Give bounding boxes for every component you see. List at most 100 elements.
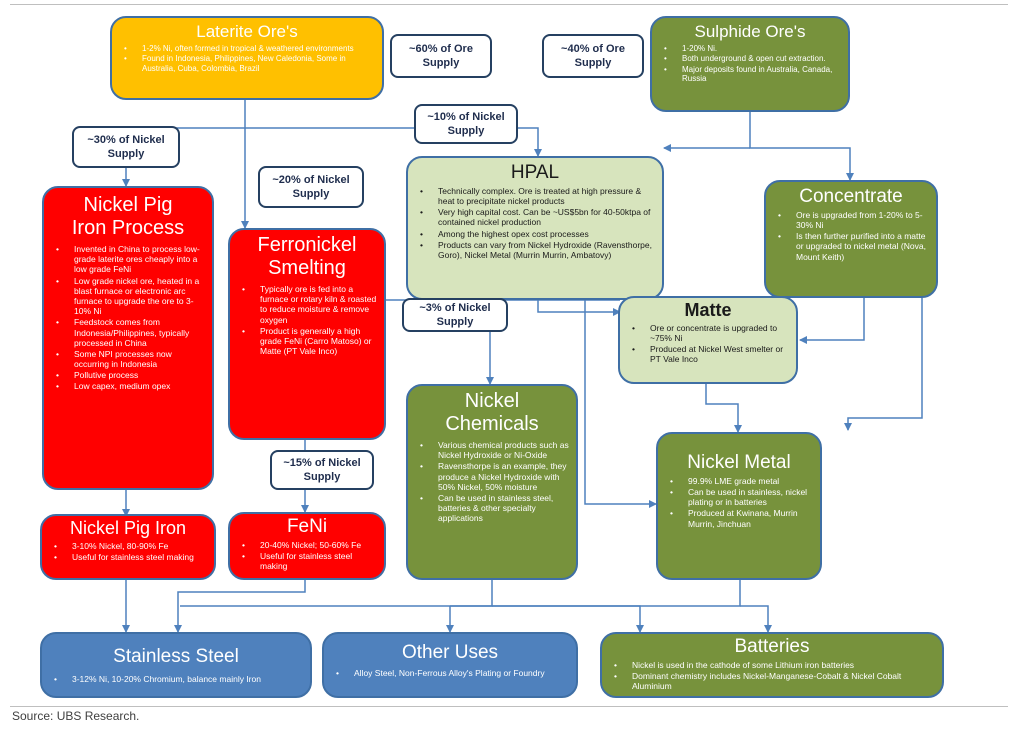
npi-process-title-line2: Iron Process <box>71 217 185 239</box>
nickel-metal-bullet-3: Produced at Kwinana, Murrin Murrin, Jinc… <box>670 508 814 528</box>
hpal-title: HPAL <box>510 162 560 183</box>
hpal-bullet-1: Technically complex. Ore is treated at h… <box>420 186 656 206</box>
npi-process-bullet-5: Pollutive process <box>56 370 206 380</box>
concentrate-bullet-2: Is then further purified into a matte or… <box>778 231 930 262</box>
tag-ore-40-line1: ~40% of Ore <box>561 42 625 55</box>
ferronickel-title-line1: Ferronickel <box>257 234 357 256</box>
tag-ni-30: ~30% of Nickel Supply <box>72 126 180 168</box>
connector-metal-to-uses <box>450 580 741 607</box>
connector-sulphide-to-concentrate <box>749 112 854 181</box>
stainless-steel-box: Stainless Steel 3-12% Ni, 10-20% Chromiu… <box>40 632 312 698</box>
connector-concentrate-to-metal <box>844 298 923 431</box>
matte-box: Matte Ore or concentrate is upgraded to … <box>618 296 798 384</box>
connector-chemicals-to-batteries <box>492 605 644 633</box>
matte-bullet-1: Ore or concentrate is upgraded to ~75% N… <box>632 323 790 343</box>
chemicals-title-line1: Nickel <box>464 390 520 412</box>
connector-feni-to-stainless <box>174 580 306 633</box>
connector-chemicals-to-uses <box>180 580 493 607</box>
bottom-rule <box>10 706 1008 707</box>
laterite-bullet-1: 1-2% Ni, often formed in tropical & weat… <box>124 44 376 54</box>
tag-ni-20-line1: ~20% of Nickel <box>272 173 350 186</box>
ferronickel-smelting-box: Ferronickel Smelting Typically ore is fe… <box>228 228 386 440</box>
connector-laterite-down <box>118 100 246 129</box>
tag-ni-3-line1: ~3% of Nickel <box>419 301 491 314</box>
tag-ni-30-line1: ~30% of Nickel <box>87 133 165 146</box>
batteries-box: Batteries Nickel is used in the cathode … <box>600 632 944 698</box>
other-uses-bullet-1: Alloy Steel, Non-Ferrous Alloy's Plating… <box>336 668 570 678</box>
source-note: Source: UBS Research. <box>12 709 140 723</box>
connector-concentrate-to-matte <box>799 298 865 344</box>
tag-ore-40: ~40% of Ore Supply <box>542 34 644 78</box>
ferronickel-bullet-1: Typically ore is fed into a furnace or r… <box>242 284 378 325</box>
connector-hpal-to-matte <box>537 300 621 316</box>
top-rule <box>10 4 1008 5</box>
tag-ore-60: ~60% of Ore Supply <box>390 34 492 78</box>
other-uses-box: Other Uses Alloy Steel, Non-Ferrous Allo… <box>322 632 578 698</box>
concentrate-bullet-1: Ore is upgraded from 1-20% to 5-30% Ni <box>778 210 930 230</box>
laterite-bullet-2: Found in Indonesia, Philippines, New Cal… <box>124 54 376 73</box>
tag-ni-20: ~20% of Nickel Supply <box>258 166 364 208</box>
npi-process-title-line1: Nickel Pig <box>83 194 173 216</box>
connector-hpal-to-metal <box>584 300 657 508</box>
npi-process-bullet-6: Low capex, medium opex <box>56 381 206 391</box>
connector-metal-to-batteries <box>740 605 772 633</box>
concentrate-box: Concentrate Ore is upgraded from 1-20% t… <box>764 180 938 298</box>
tag-ore-40-line2: Supply <box>574 57 612 69</box>
chemicals-bullet-2: Ravensthorpe is an example, they produce… <box>420 461 570 492</box>
nickel-metal-bullet-2: Can be used in stainless, nickel plating… <box>670 487 814 507</box>
concentrate-title: Concentrate <box>799 186 903 207</box>
stainless-bullet-1: 3-12% Ni, 10-20% Chromium, balance mainl… <box>54 674 304 684</box>
matte-title: Matte <box>684 300 732 320</box>
nickel-metal-bullet-1: 99.9% LME grade metal <box>670 476 814 486</box>
npi-bullet-1: 3-10% Nickel, 80-90% Fe <box>54 541 208 551</box>
connector-matte-to-metal <box>705 384 742 433</box>
chemicals-bullet-1: Various chemical products such as Nickel… <box>420 440 570 460</box>
tag-ni-20-line2: Supply <box>292 188 330 200</box>
npi-process-box: Nickel Pig Iron Process Invented in Chin… <box>42 186 214 490</box>
hpal-bullet-4: Products can vary from Nickel Hydroxide … <box>420 240 656 260</box>
nickel-chemicals-box: Nickel Chemicals Various chemical produc… <box>406 384 578 580</box>
npi-title: Nickel Pig Iron <box>69 518 187 538</box>
hpal-bullet-2: Very high capital cost. Can be ~US$5bn f… <box>420 207 656 227</box>
feni-bullet-1: 20-40% Nickel; 50-60% Fe <box>242 540 378 550</box>
matte-bullet-2: Produced at Nickel West smelter or PT Va… <box>632 344 790 364</box>
other-uses-title: Other Uses <box>401 642 499 663</box>
nickel-metal-box: Nickel Metal 99.9% LME grade metal Can b… <box>656 432 822 580</box>
tag-ni-10-line1: ~10% of Nickel <box>427 110 505 123</box>
feni-title: FeNi <box>286 516 328 537</box>
tag-ni-3-line2: Supply <box>436 316 474 328</box>
laterite-title: Laterite Ore's <box>196 22 298 41</box>
stainless-title: Stainless Steel <box>113 646 239 667</box>
tag-ni-3: ~3% of Nickel Supply <box>402 298 508 332</box>
sulphide-bullet-2: Both underground & open cut extraction. <box>664 54 842 64</box>
connector-to-hpal <box>245 127 542 157</box>
feni-bullet-2: Useful for stainless steel making <box>242 551 378 571</box>
laterite-ores-box: Laterite Ore's 1-2% Ni, often formed in … <box>110 16 384 100</box>
tag-ni-15-line2: Supply <box>303 471 341 483</box>
ferronickel-title-line2: Smelting <box>268 257 346 279</box>
tag-ni-10: ~10% of Nickel Supply <box>414 104 518 144</box>
chemicals-title-line2: Chemicals <box>445 413 539 435</box>
nickel-pig-iron-box: Nickel Pig Iron 3-10% Nickel, 80-90% Fe … <box>40 514 216 580</box>
sulphide-bullet-1: 1-20% Ni. <box>664 44 842 54</box>
tag-ni-15-line1: ~15% of Nickel <box>283 456 361 469</box>
tag-ni-30-line2: Supply <box>107 148 145 160</box>
nickel-metal-title: Nickel Metal <box>687 452 791 473</box>
ferronickel-bullet-2: Product is generally a high grade FeNi (… <box>242 326 378 357</box>
hpal-box: HPAL Technically complex. Ore is treated… <box>406 156 664 300</box>
tag-ore-60-line1: ~60% of Ore <box>409 42 473 55</box>
feni-box: FeNi 20-40% Nickel; 50-60% Fe Useful for… <box>228 512 386 580</box>
batteries-bullet-1: Nickel is used in the cathode of some Li… <box>614 660 936 670</box>
npi-process-bullet-4: Some NPI processes now occurring in Indo… <box>56 349 206 369</box>
sulphide-ores-box: Sulphide Ore's 1-20% Ni. Both undergroun… <box>650 16 850 112</box>
npi-process-bullet-1: Invented in China to process low-grade l… <box>56 244 206 275</box>
tag-ni-15: ~15% of Nickel Supply <box>270 450 374 490</box>
npi-process-bullet-2: Low grade nickel ore, heated in a blast … <box>56 276 206 317</box>
tag-ni-10-line2: Supply <box>447 125 485 137</box>
npi-bullet-2: Useful for stainless steel making <box>54 552 208 562</box>
sulphide-bullet-3: Major deposits found in Australia, Canad… <box>664 65 842 84</box>
sulphide-title: Sulphide Ore's <box>694 22 806 41</box>
chemicals-bullet-3: Can be used in stainless steel, batterie… <box>420 493 570 524</box>
batteries-title: Batteries <box>734 636 810 657</box>
